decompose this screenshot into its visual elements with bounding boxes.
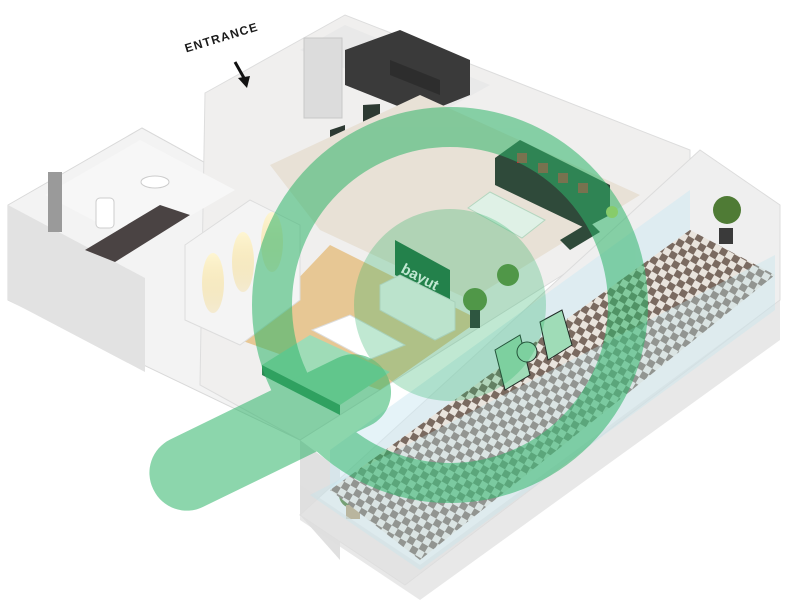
bayut-logo-watermark [149,107,648,511]
sink-icon [140,175,170,189]
balcony-furniture [494,309,573,391]
plant-icon [497,264,519,286]
shower-icon [48,172,62,232]
toilet-icon [95,197,115,229]
plant-icon [463,288,487,328]
coffee-table [467,191,546,239]
tv-unit: bayut [379,240,456,341]
glass-railing [330,190,690,490]
arrow-down-icon [233,61,250,88]
plant-icon [713,196,741,244]
fridge-icon [303,37,343,119]
bathroom [45,140,235,262]
